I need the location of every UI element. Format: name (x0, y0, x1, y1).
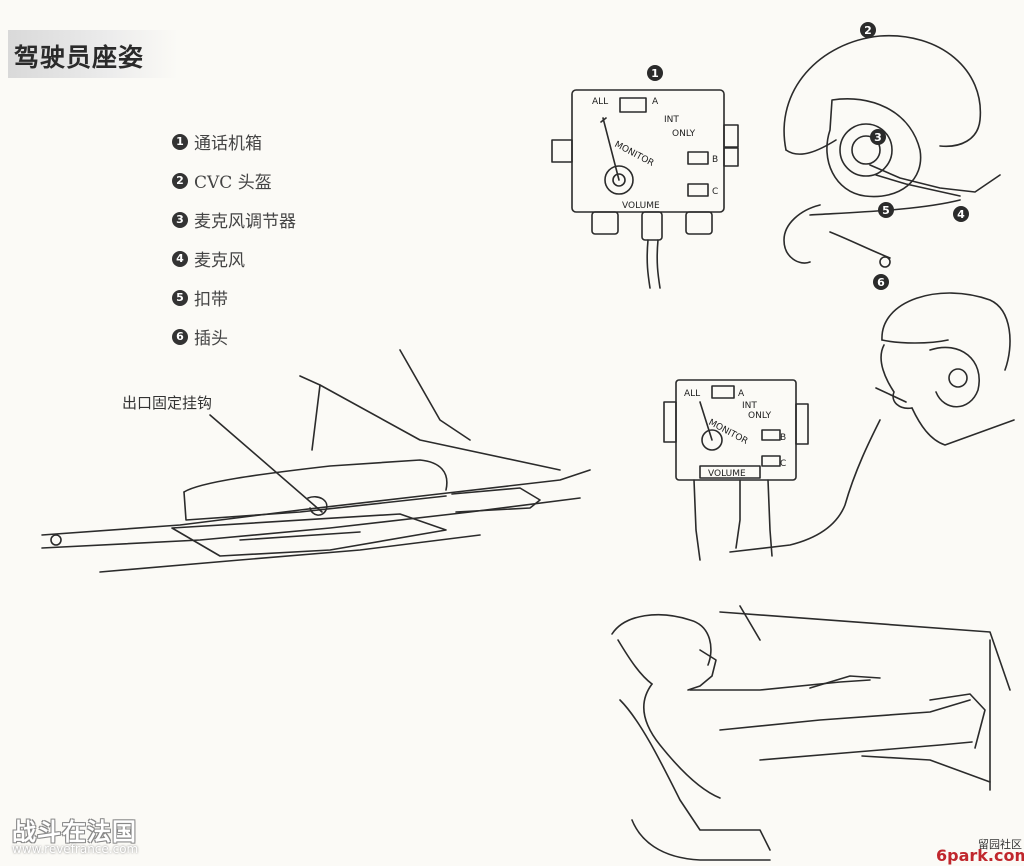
intercom-box-drawing: ALL A INT ONLY MONITOR B C VOLUME 1 (551, 65, 739, 289)
legend-number: 5 (172, 289, 188, 306)
driver-head-drawing (729, 292, 1015, 553)
exit-hook-callout: 出口固定挂钩 (122, 394, 213, 412)
b-label: B (712, 155, 718, 165)
page-title: 驾驶员座姿 (14, 43, 145, 72)
adjuster-number: 3 (874, 131, 882, 144)
int-label-2: INT (742, 401, 757, 411)
legend-number: 2 (172, 172, 188, 189)
only-label-2: ONLY (748, 411, 772, 421)
legend-item: 3 麦克风调节器 (172, 200, 296, 239)
tank-hull-drawing (41, 349, 591, 573)
int-label: INT (664, 115, 679, 125)
legend-label: 插头 (194, 329, 228, 349)
legend-number: 6 (172, 328, 188, 345)
monitor-label-2: MONITOR (707, 418, 750, 447)
mic-number: 4 (957, 208, 965, 221)
intercom-box-2-drawing: ALL A INT ONLY MONITOR B C VOLUME (663, 379, 809, 561)
a-label: A (652, 97, 659, 107)
watermark-title: 战斗在法国 (12, 818, 137, 846)
watermark-url: www.revefrance.com (12, 842, 139, 856)
c-label: C (712, 187, 718, 197)
volume-label: VOLUME (622, 201, 660, 211)
a-label-2: A (738, 389, 745, 399)
legend-item: 5 扣带 (172, 278, 296, 317)
monitor-label: MONITOR (613, 140, 656, 169)
only-label: ONLY (672, 129, 696, 139)
b-label-2: B (780, 433, 786, 443)
legend-item: 2 CVC 头盔 (172, 161, 296, 200)
legend-label: CVC 头盔 (194, 173, 272, 193)
c-label-2: C (780, 459, 786, 469)
title-banner (8, 30, 178, 78)
all-label-2: ALL (684, 389, 700, 399)
legend-label: 扣带 (194, 290, 228, 310)
cvc-helmet-drawing: 2 3 4 5 6 (783, 22, 1001, 290)
plug-number: 6 (877, 276, 885, 289)
legend-item: 1 通话机箱 (172, 122, 296, 161)
legend-label: 麦克风 (194, 251, 245, 271)
legend-number: 4 (172, 250, 188, 267)
seated-driver-drawing (611, 605, 1011, 861)
helmet-number: 2 (864, 24, 872, 37)
all-label: ALL (592, 97, 608, 107)
legend: 1 通话机箱 2 CVC 头盔 3 麦克风调节器 4 麦克风 5 扣带 6 插头 (172, 122, 296, 356)
legend-number: 1 (172, 133, 188, 150)
volume-label-2: VOLUME (708, 469, 746, 479)
legend-label: 通话机箱 (194, 134, 262, 154)
legend-label: 麦克风调节器 (194, 212, 296, 232)
strap-number: 5 (882, 204, 890, 217)
legend-number: 3 (172, 211, 188, 228)
box-number: 1 (651, 67, 659, 80)
watermark-small: 留园社区 (978, 838, 1022, 851)
legend-item: 6 插头 (172, 317, 296, 356)
legend-item: 4 麦克风 (172, 239, 296, 278)
watermark-brand: 6park.com (936, 846, 1024, 865)
